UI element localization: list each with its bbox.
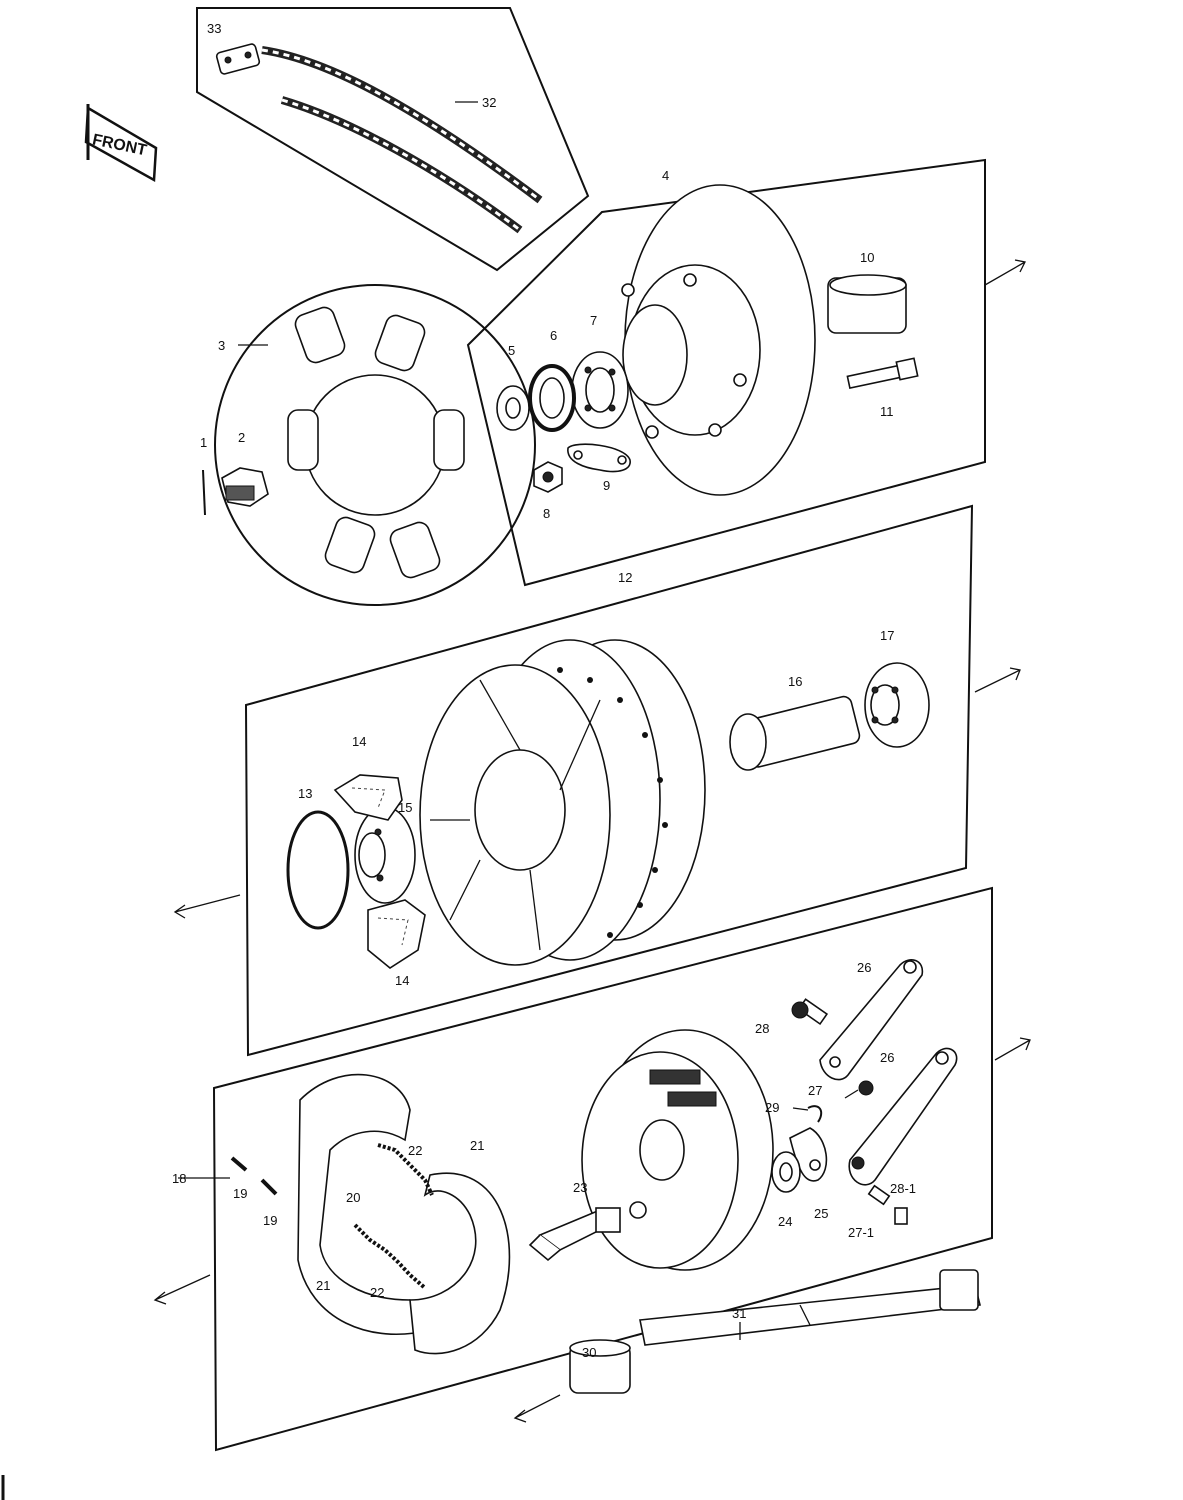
callout-28: 28 xyxy=(755,1021,769,1036)
callout-20: 20 xyxy=(346,1190,360,1205)
callout-9: 9 xyxy=(603,478,610,493)
hub-coupling-panel xyxy=(466,158,986,587)
callout-10: 10 xyxy=(860,250,874,265)
lock-washer xyxy=(202,469,206,516)
callout-21a: 21 xyxy=(470,1138,484,1153)
callout-11a: 11 xyxy=(880,404,894,419)
callout-26b: 26 xyxy=(880,1050,894,1065)
callout-29: 29 xyxy=(765,1100,779,1115)
brake-panel xyxy=(212,886,993,1452)
coupling-hub xyxy=(621,264,761,439)
callout-19a: 19 xyxy=(233,1186,247,1201)
callout-24: 24 xyxy=(778,1214,792,1229)
wheel-bearing-right xyxy=(864,662,930,748)
callout-27-1: 27-1 xyxy=(848,1225,874,1240)
rear-wheel-hub xyxy=(419,639,706,966)
circlip xyxy=(286,810,350,930)
callout-8: 8 xyxy=(543,506,550,521)
distance-collar xyxy=(729,695,861,771)
callout-3: 3 xyxy=(218,338,225,353)
lock-plate xyxy=(567,443,631,473)
assembly-arrows xyxy=(153,259,1031,1423)
leader-lines xyxy=(178,344,859,1340)
wheel-bearing-left xyxy=(354,806,416,904)
callout-33: 33 xyxy=(207,21,221,36)
brake-shoes xyxy=(297,1073,511,1355)
axle-collar xyxy=(569,1339,631,1394)
chain-panel xyxy=(196,7,590,272)
rear-axle xyxy=(639,1269,981,1346)
small-bolt xyxy=(867,1184,908,1225)
sprocket-nut xyxy=(221,467,269,507)
hub-damper-lower xyxy=(367,899,426,969)
brake-panel-plate xyxy=(581,1029,774,1271)
stud-nut xyxy=(533,461,563,493)
callout-4: 4 xyxy=(662,168,669,183)
coupling-bolt xyxy=(846,357,919,390)
hub-damper-upper xyxy=(333,774,403,821)
callout-32: 32 xyxy=(482,95,496,110)
callout-2: 2 xyxy=(238,430,245,445)
cotter-pin xyxy=(807,1105,823,1123)
callout-14b: 14 xyxy=(395,973,409,988)
callout-7a: 7 xyxy=(590,313,597,328)
callout-17: 17 xyxy=(880,628,894,643)
front-direction-badge: FRONT xyxy=(84,104,158,183)
callout-1: 1 xyxy=(200,435,207,450)
lever-nut xyxy=(858,1080,874,1096)
callout-labels: 33 32 4 10 3 5 6 7 11 1 2 9 8 12 17 16 1… xyxy=(172,21,916,1360)
callout-30: 30 xyxy=(582,1345,596,1360)
callout-14a: 14 xyxy=(352,734,366,749)
cam-lever-lower xyxy=(848,1047,958,1186)
callout-22a: 22 xyxy=(408,1143,422,1158)
callout-28-1: 28-1 xyxy=(890,1181,916,1196)
collar xyxy=(496,385,530,431)
lever-bolt xyxy=(791,998,829,1026)
callout-13: 13 xyxy=(298,786,312,801)
wheel-panel xyxy=(244,504,974,1057)
callout-15: 15 xyxy=(398,800,412,815)
cam-seal xyxy=(771,1151,801,1193)
coupling-bearing xyxy=(571,351,629,429)
callout-21b: 21 xyxy=(316,1278,330,1293)
oil-seal xyxy=(528,364,576,432)
callout-12: 12 xyxy=(618,570,632,585)
spring-pin xyxy=(230,1156,278,1196)
callout-25: 25 xyxy=(814,1206,828,1221)
callout-19b: 19 xyxy=(263,1213,277,1228)
brake-cam xyxy=(528,1207,621,1262)
callout-27: 27 xyxy=(808,1083,822,1098)
callout-18: 18 xyxy=(172,1171,186,1186)
drive-chain xyxy=(261,46,543,234)
rear-sprocket xyxy=(214,284,536,606)
callout-16: 16 xyxy=(788,674,802,689)
coupling-sleeve xyxy=(827,274,907,334)
cam-lever-upper xyxy=(819,959,924,1081)
callout-6a: 6 xyxy=(550,328,557,343)
chain-joint-link xyxy=(215,43,261,75)
shoe-spring-upper xyxy=(377,1143,434,1196)
callout-5: 5 xyxy=(508,343,515,358)
callout-26a: 26 xyxy=(857,960,871,975)
callout-22b: 22 xyxy=(370,1285,384,1300)
callout-23: 23 xyxy=(573,1180,587,1195)
shoe-spring-lower xyxy=(353,1223,427,1290)
callout-31: 31 xyxy=(732,1306,746,1321)
